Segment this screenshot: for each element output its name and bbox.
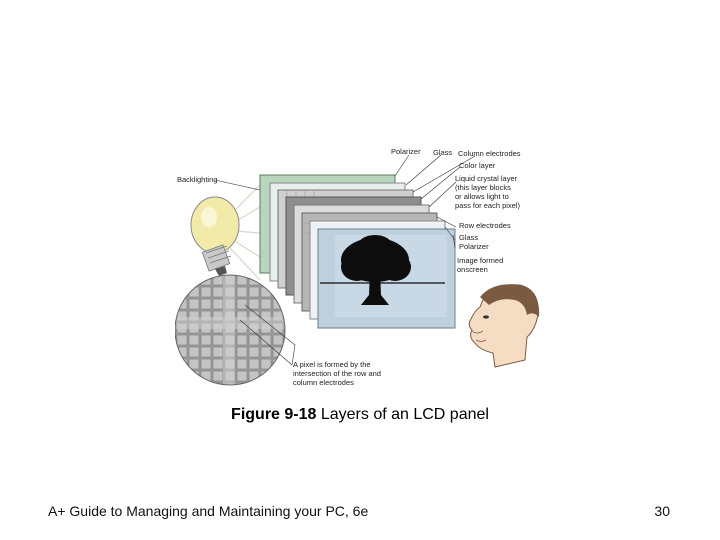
pixel-cell: [248, 346, 260, 358]
pixel-cell: [188, 370, 200, 382]
pixel-cell: [236, 298, 248, 310]
pixel-cell: [212, 346, 224, 358]
pixel-cell: [188, 334, 200, 346]
label-column-electrodes: Column electrodes: [458, 149, 521, 158]
label-polarizer-top: Polarizer: [391, 147, 421, 156]
pixel-cell: [200, 382, 212, 385]
pixel-cell: [260, 334, 272, 346]
label-backlighting: Backlighting: [177, 175, 217, 184]
label-liquid-crystal-3: or allows light to: [455, 192, 509, 201]
pixel-cell: [236, 275, 248, 286]
label-liquid-crystal-1: Liquid crystal layer: [455, 174, 518, 183]
label-glass-bottom: Glass: [459, 233, 478, 242]
pixel-cell: [272, 370, 284, 382]
label-glass-top: Glass: [433, 148, 452, 157]
pixel-cell: [188, 298, 200, 310]
figure-caption: Figure 9-18 Layers of an LCD panel: [0, 406, 720, 424]
pixel-cell: [260, 382, 272, 385]
pixel-cell: [260, 370, 272, 382]
leader-lines: [214, 154, 476, 366]
pixel-cell: [212, 298, 224, 310]
pixel-cell: [248, 382, 260, 385]
pixel-cell: [212, 370, 224, 382]
pixel-cell: [272, 334, 284, 346]
pixel-cell: [176, 382, 188, 385]
pixel-cell: [272, 358, 284, 370]
caption-figure-number: Figure 9-18: [231, 406, 317, 423]
pixel-cell: [188, 382, 200, 385]
pixel-cell: [176, 358, 188, 370]
pixel-cell: [236, 370, 248, 382]
pixel-magnifier: [174, 274, 286, 386]
pixel-cell: [212, 358, 224, 370]
pixel-cell: [236, 358, 248, 370]
footer-book-title: A+ Guide to Managing and Maintaining you…: [48, 503, 369, 519]
pixel-cell: [176, 370, 188, 382]
lcd-layers-figure: Backlighting Polarizer Glass Column elec…: [174, 145, 550, 390]
pixel-cell: [236, 346, 248, 358]
pixel-cell: [200, 298, 212, 310]
pixel-cell: [200, 286, 212, 298]
pixel-cell: [188, 275, 200, 286]
label-image-formed: Image formed: [457, 256, 503, 265]
label-pixel-3: column electrodes: [293, 378, 354, 387]
pixel-cell: [236, 286, 248, 298]
label-color-layer: Color layer: [459, 161, 496, 170]
pixel-cell: [176, 286, 188, 298]
pixel-cell: [236, 334, 248, 346]
pixel-cell: [200, 346, 212, 358]
pixel-cell: [176, 275, 188, 286]
pixel-cell: [260, 358, 272, 370]
pixel-cell: [248, 298, 260, 310]
label-polarizer-bottom: Polarizer: [459, 242, 489, 251]
pixel-cell: [200, 358, 212, 370]
pixel-cell: [284, 310, 285, 322]
label-liquid-crystal-2: (this layer blocks: [455, 183, 511, 192]
pixel-cell: [248, 286, 260, 298]
pixel-cell: [176, 334, 188, 346]
pixel-cell: [248, 358, 260, 370]
label-pixel-1: A pixel is formed by the: [293, 360, 371, 369]
pixel-cell: [188, 346, 200, 358]
pixel-cell: [284, 322, 285, 334]
label-row-electrodes: Row electrodes: [459, 221, 511, 230]
pixel-cell: [212, 286, 224, 298]
light-bulb-icon: [190, 196, 240, 276]
viewer-face-icon: [468, 284, 540, 368]
tree-image: [320, 235, 445, 305]
label-pixel-2: intersection of the row and: [293, 369, 381, 378]
pixel-cell: [260, 346, 272, 358]
pixel-cell: [272, 382, 284, 385]
pixel-cell: [248, 334, 260, 346]
pixel-cell: [212, 334, 224, 346]
footer-page-number: 30: [654, 503, 670, 519]
pixel-cell: [260, 298, 272, 310]
label-liquid-crystal-4: pass for each pixel): [455, 201, 521, 210]
label-onscreen: onscreen: [457, 265, 488, 274]
caption-text: Layers of an LCD panel: [316, 406, 489, 423]
pixel-cell: [200, 334, 212, 346]
pixel-cell: [188, 358, 200, 370]
